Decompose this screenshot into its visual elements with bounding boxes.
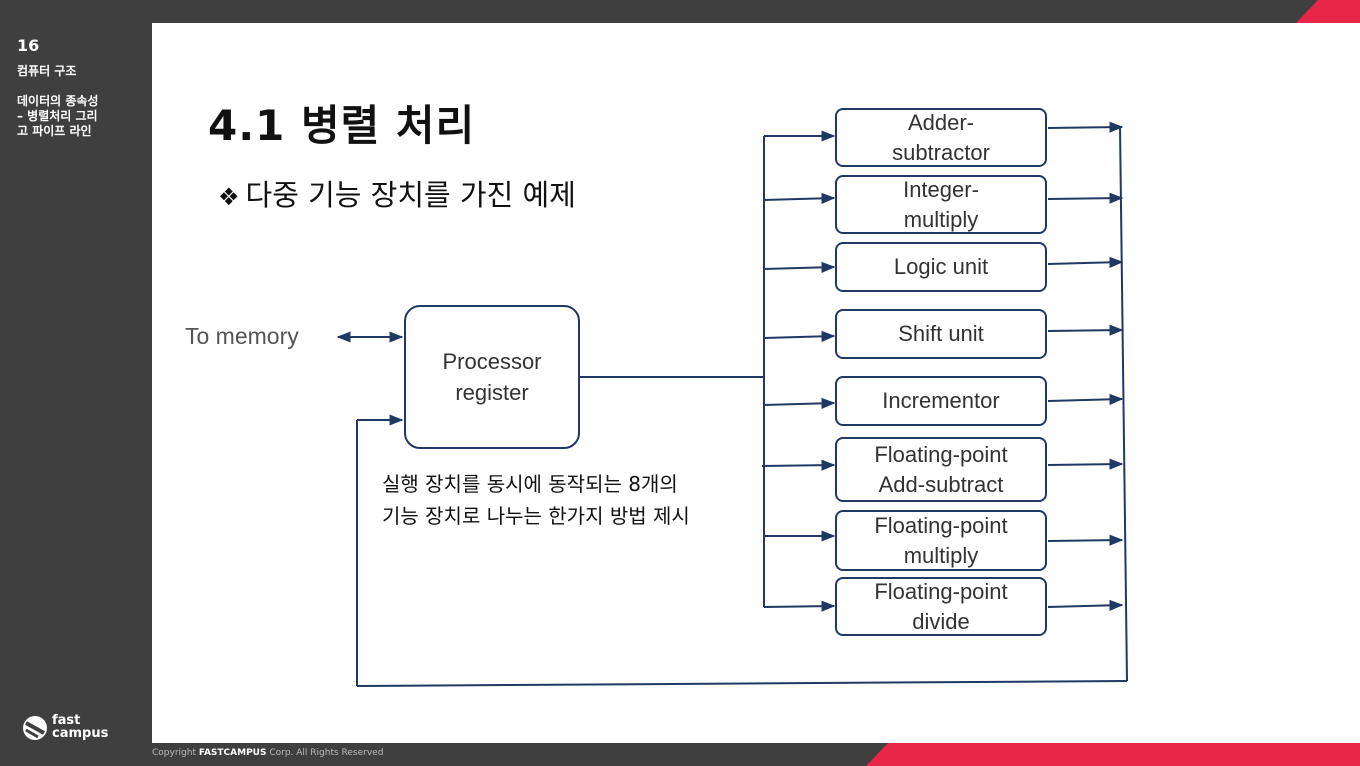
top-bar (0, 0, 1360, 23)
copyright-brand: FASTCAMPUS (198, 748, 267, 758)
output-bus (1119, 125, 1128, 682)
copyright-prefix: Copyright (152, 748, 199, 758)
unit-logic: Logic unit (835, 242, 1047, 292)
output-arrow-incrementor (1047, 393, 1124, 405)
unit-fp-multiply: Floating-point multiply (835, 510, 1047, 571)
input-arrow-logic (763, 261, 836, 273)
copyright-suffix: Corp. All Rights Reserved (266, 748, 384, 758)
fastcampus-logo-icon (23, 716, 47, 740)
unit-fp-add-subtract: Floating-point Add-subtract (835, 437, 1047, 502)
processor-register-box: Processor register (404, 305, 580, 449)
output-arrow-logic (1047, 256, 1124, 268)
unit-fp-divide: Floating-point divide (835, 577, 1047, 636)
to-memory-label: To memory (185, 323, 299, 349)
slide-canvas (152, 23, 1360, 743)
footer-accent-stripe (866, 743, 1360, 766)
output-arrow-fp-mult (1047, 534, 1124, 546)
fastcampus-logo: fast campus (22, 714, 122, 748)
output-arrow-int-mult (1047, 192, 1124, 204)
diamond-bullet-icon: ❖ (218, 183, 240, 211)
output-arrow-fp-div (1047, 599, 1124, 611)
unit-incrementor: Incrementor (835, 376, 1047, 426)
output-arrow-fp-add (1047, 458, 1124, 470)
output-arrow-adder (1047, 121, 1124, 133)
slide-subtitle: ❖다중 기능 장치를 가진 예제 (218, 172, 576, 214)
input-arrow-fp-add (761, 459, 836, 471)
copyright-text: Copyright FASTCAMPUS Corp. All Rights Re… (152, 748, 383, 758)
course-title: 컴퓨터 구조 (17, 64, 77, 78)
lesson-title: 데이터의 종속성 – 병렬처리 그리 고 파이프 라인 (17, 94, 99, 138)
input-arrow-int-mult (763, 192, 836, 204)
input-arrow-fp-div (763, 600, 836, 612)
logo-text: fast campus (52, 713, 109, 741)
unit-shift: Shift unit (835, 309, 1047, 359)
unit-adder-subtractor: Adder- subtractor (835, 108, 1047, 167)
feedback-bottom-line (356, 680, 1128, 687)
sidebar (0, 23, 152, 743)
input-arrow-shift (763, 330, 836, 342)
input-arrow-incrementor (763, 397, 836, 409)
subtitle-text: 다중 기능 장치를 가진 예제 (245, 178, 576, 212)
slide-title: 4.1 병렬 처리 (208, 101, 476, 150)
description-text: 실행 장치를 동시에 동작되는 8개의 기능 장치로 나누는 한가지 방법 제시 (382, 472, 690, 528)
unit-integer-multiply: Integer- multiply (835, 175, 1047, 234)
output-arrow-shift (1047, 324, 1124, 336)
slide-number: 16 (17, 36, 40, 55)
